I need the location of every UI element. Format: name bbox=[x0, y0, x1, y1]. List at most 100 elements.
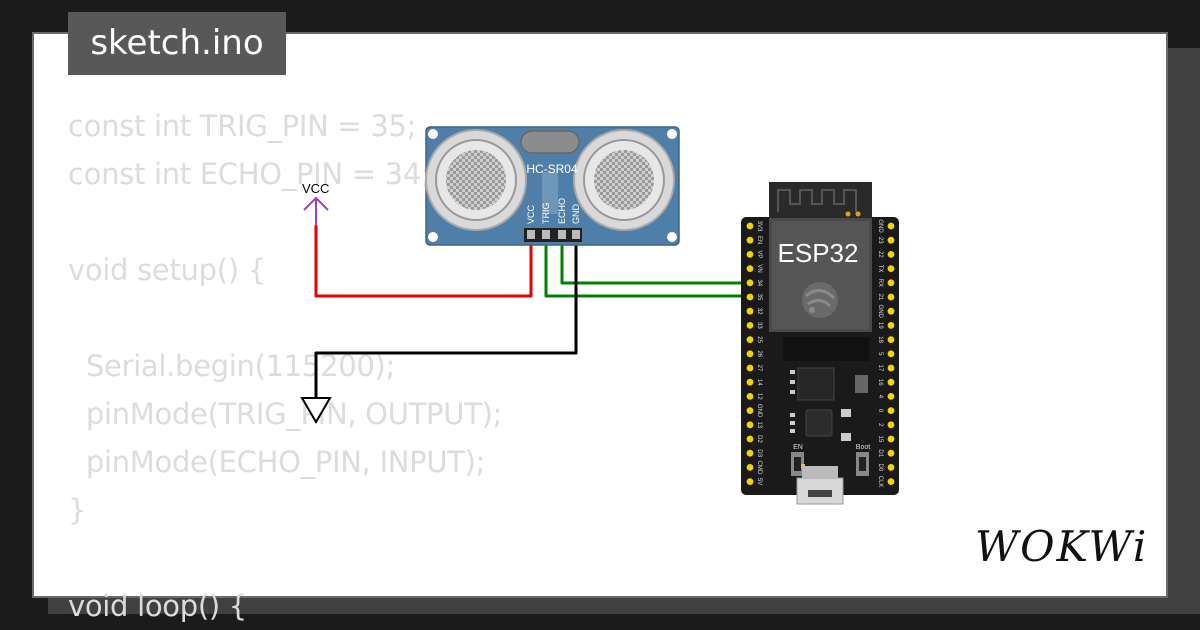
board-pin-13[interactable] bbox=[746, 421, 754, 429]
board-pin-35[interactable] bbox=[746, 293, 754, 301]
code-line: } bbox=[68, 493, 87, 527]
board-pin-22[interactable] bbox=[887, 251, 895, 258]
board-pin-gnd[interactable] bbox=[746, 407, 754, 414]
board-pin-vn[interactable] bbox=[746, 265, 754, 272]
code-line: const int ECHO_PIN = 34; bbox=[68, 157, 431, 191]
espressif-logo-icon bbox=[802, 282, 838, 318]
board-pin-16[interactable] bbox=[887, 378, 895, 386]
transducer-right bbox=[573, 129, 675, 231]
transducer-left bbox=[425, 129, 527, 231]
board-pin-rx[interactable] bbox=[887, 279, 895, 287]
board-pin-label: 32 bbox=[756, 308, 762, 315]
board-pin-2[interactable] bbox=[887, 421, 895, 429]
usb-port bbox=[796, 466, 844, 505]
boot-button-label: Boot bbox=[856, 444, 870, 451]
board-pin-label: GND bbox=[877, 219, 883, 233]
board-pin-label: 25 bbox=[756, 336, 762, 343]
sensor-pin-trig[interactable] bbox=[542, 230, 550, 239]
board-pin-label: 18 bbox=[877, 336, 883, 343]
code-line: pinMode(ECHO_PIN, INPUT); bbox=[68, 445, 486, 479]
board-pin-gnd[interactable] bbox=[887, 222, 895, 230]
board-pin-21[interactable] bbox=[887, 293, 895, 301]
board-pin-d0[interactable] bbox=[887, 464, 895, 471]
board-pin-5v[interactable] bbox=[746, 478, 754, 485]
board-left-pin-header: 3V3ENVPVN343532332526271412GND13D2D3CMD5… bbox=[746, 221, 762, 485]
trig-wire bbox=[544, 240, 752, 298]
board-pin-label: GND bbox=[756, 404, 762, 418]
board-pin-3v3[interactable] bbox=[746, 222, 754, 230]
board-pin-label: 3V3 bbox=[756, 221, 762, 232]
sensor-pin-echo[interactable] bbox=[558, 230, 566, 239]
sensor-pin-gnd[interactable] bbox=[572, 230, 580, 239]
board-pin-label: 22 bbox=[877, 251, 883, 258]
board-pin-label: 13 bbox=[756, 421, 762, 428]
board-pin-label: 14 bbox=[756, 379, 762, 386]
board-pin-label: EN bbox=[756, 236, 762, 244]
board-pin-cmd[interactable] bbox=[746, 464, 754, 471]
code-line: const int TRIG_PIN = 35; bbox=[68, 109, 417, 143]
sensor-pin-label-gnd: GND bbox=[571, 204, 581, 225]
board-pin-12[interactable] bbox=[746, 393, 754, 400]
wokwi-logo: WOKWi bbox=[975, 522, 1149, 571]
board-pin-label: 4 bbox=[877, 395, 883, 399]
board-pin-label: 21 bbox=[877, 294, 883, 301]
sensor-pin-label-trig: TRIG bbox=[541, 203, 551, 225]
board-pin-label: VP bbox=[756, 250, 762, 258]
board-pin-33[interactable] bbox=[746, 322, 754, 329]
board-pin-label: CMD bbox=[756, 461, 762, 475]
board-pin-label: RX bbox=[877, 279, 883, 287]
board-pin-23[interactable] bbox=[887, 236, 895, 244]
board-pin-26[interactable] bbox=[746, 350, 754, 358]
board-pin-vp[interactable] bbox=[746, 251, 754, 258]
board-pin-label: 5 bbox=[877, 352, 883, 356]
esp32-board[interactable]: ESP32 EN Boot bbox=[741, 182, 899, 505]
board-pin-0[interactable] bbox=[887, 407, 895, 414]
board-pin-d3[interactable] bbox=[746, 449, 754, 457]
board-pin-34[interactable] bbox=[746, 279, 754, 287]
board-pin-label: 35 bbox=[756, 294, 762, 301]
ground-symbol bbox=[300, 397, 332, 424]
board-pin-25[interactable] bbox=[746, 336, 754, 343]
board-pin-label: 15 bbox=[877, 436, 883, 443]
sensor-model-label: HC-SR04 bbox=[526, 162, 578, 176]
board-pin-label: 16 bbox=[877, 379, 883, 386]
board-pin-clk[interactable] bbox=[887, 478, 895, 485]
board-pin-label: D0 bbox=[877, 464, 883, 472]
board-pin-15[interactable] bbox=[887, 435, 895, 443]
board-pin-d2[interactable] bbox=[746, 435, 754, 443]
board-pin-label: 23 bbox=[877, 237, 883, 244]
board-pin-32[interactable] bbox=[746, 307, 754, 315]
board-pin-4[interactable] bbox=[887, 393, 895, 400]
board-pin-en[interactable] bbox=[746, 236, 754, 244]
board-pin-17[interactable] bbox=[887, 364, 895, 372]
board-pin-27[interactable] bbox=[746, 364, 754, 372]
board-name-label: ESP32 bbox=[778, 238, 859, 268]
board-pin-5[interactable] bbox=[887, 350, 895, 358]
board-pin-label: D3 bbox=[756, 449, 762, 457]
board-pin-label: CLK bbox=[877, 476, 883, 488]
file-tab[interactable]: sketch.ino bbox=[68, 12, 286, 75]
board-pin-label: 26 bbox=[756, 350, 762, 357]
gnd-wire bbox=[314, 240, 578, 398]
board-pin-tx[interactable] bbox=[887, 265, 895, 272]
board-pin-label: 17 bbox=[877, 365, 883, 372]
code-line: void loop() { bbox=[68, 589, 247, 623]
board-pin-label: VN bbox=[756, 264, 762, 272]
board-pin-label: D2 bbox=[756, 435, 762, 443]
board-pin-gnd[interactable] bbox=[887, 307, 895, 315]
board-pin-label: 0 bbox=[877, 409, 883, 413]
board-pin-18[interactable] bbox=[887, 336, 895, 343]
board-pin-14[interactable] bbox=[746, 378, 754, 386]
board-pin-19[interactable] bbox=[887, 322, 895, 329]
board-pin-d1[interactable] bbox=[887, 449, 895, 457]
vcc-wire bbox=[314, 225, 533, 298]
vcc-power-symbol: VCC bbox=[302, 181, 329, 226]
board-pin-label: 5V bbox=[756, 478, 762, 485]
en-button-label: EN bbox=[793, 444, 803, 451]
board-pin-label: 19 bbox=[877, 322, 883, 329]
sensor-pin-vcc[interactable] bbox=[527, 230, 535, 239]
